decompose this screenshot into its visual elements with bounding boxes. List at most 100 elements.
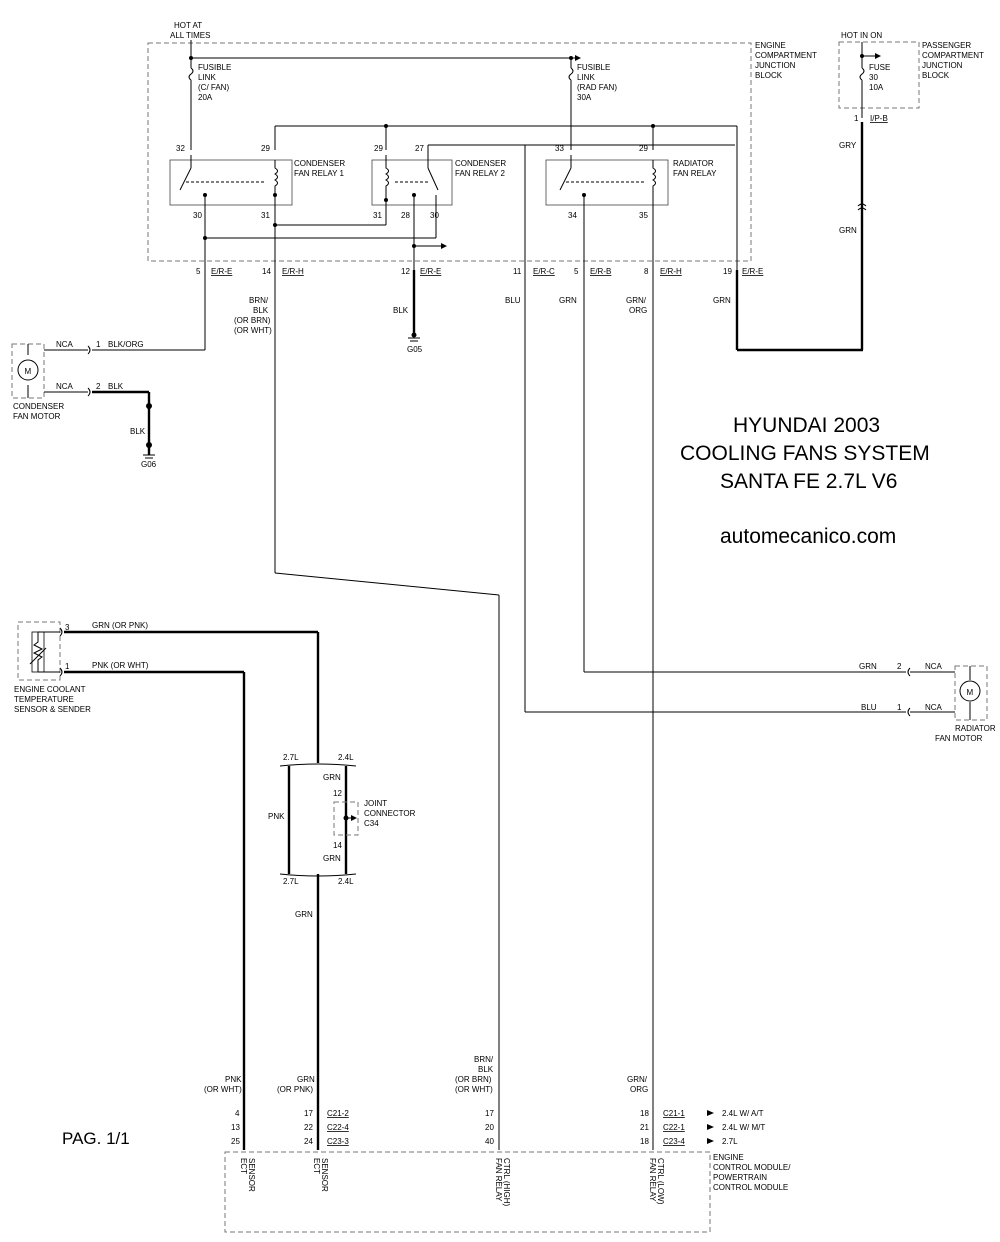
- svg-text:ECT: ECT: [239, 1158, 248, 1174]
- svg-text:SENSOR: SENSOR: [247, 1158, 256, 1192]
- svg-text:BLU: BLU: [505, 296, 521, 305]
- svg-text:10A: 10A: [869, 83, 884, 92]
- svg-text:SENSOR & SENDER: SENSOR & SENDER: [14, 705, 91, 714]
- svg-text:BLK: BLK: [253, 306, 269, 315]
- svg-text:LINK: LINK: [198, 73, 216, 82]
- svg-text:C23-3: C23-3: [327, 1137, 349, 1146]
- svg-text:(OR BRN): (OR BRN): [455, 1075, 492, 1084]
- ground-g06: G06: [141, 454, 157, 469]
- svg-text:(OR WHT): (OR WHT): [204, 1085, 242, 1094]
- svg-text:COMPARTMENT: COMPARTMENT: [922, 51, 984, 60]
- ecm-outline: [224, 1151, 711, 1233]
- svg-text:BLOCK: BLOCK: [755, 71, 783, 80]
- svg-text:BLK/ORG: BLK/ORG: [108, 340, 144, 349]
- svg-text:CONDENSER: CONDENSER: [13, 402, 64, 411]
- svg-text:NCA: NCA: [56, 340, 74, 349]
- svg-text:30: 30: [430, 211, 439, 220]
- svg-text:28: 28: [401, 211, 410, 220]
- svg-text:NCA: NCA: [925, 662, 943, 671]
- svg-text:JUNCTION: JUNCTION: [755, 61, 796, 70]
- svg-text:CONTROL MODULE: CONTROL MODULE: [713, 1183, 788, 1192]
- svg-text:25: 25: [231, 1137, 240, 1146]
- svg-text:2.7L: 2.7L: [722, 1137, 738, 1146]
- condenser-fan-motor: M CONDENSER FAN MOTOR NCA 1 NCA 2: [11, 340, 101, 421]
- svg-text:C23-4: C23-4: [663, 1137, 685, 1146]
- svg-text:E/R-H: E/R-H: [660, 267, 682, 276]
- svg-text:I/P-B: I/P-B: [870, 114, 888, 123]
- svg-text:1: 1: [854, 114, 859, 123]
- svg-text:17: 17: [304, 1109, 313, 1118]
- svg-text:30: 30: [193, 211, 202, 220]
- svg-text:1: 1: [96, 340, 101, 349]
- svg-text:2: 2: [96, 382, 101, 391]
- svg-text:automecanico.com: automecanico.com: [720, 525, 896, 548]
- svg-text:LINK: LINK: [577, 73, 595, 82]
- svg-text:C34: C34: [364, 819, 379, 828]
- svg-text:TEMPERATURE: TEMPERATURE: [14, 695, 74, 704]
- svg-text:8: 8: [644, 267, 649, 276]
- svg-text:GRN: GRN: [559, 296, 577, 305]
- svg-text:5: 5: [574, 267, 579, 276]
- svg-text:BLOCK: BLOCK: [922, 71, 950, 80]
- svg-text:E/R-E: E/R-E: [211, 267, 232, 276]
- hot-in-on-label: HOT IN ON: [841, 31, 882, 40]
- radiator-fan-motor: M 2 NCA 1 NCA RADIATOR FAN MOTOR: [897, 662, 996, 743]
- page-number: PAG. 1/1: [62, 1129, 130, 1148]
- fuse-30: FUSE 30 10A: [859, 42, 890, 118]
- wire-grn-label-2: GRN: [713, 296, 731, 305]
- svg-text:21: 21: [640, 1123, 649, 1132]
- ground-g05: G05: [407, 332, 423, 354]
- svg-text:GRN: GRN: [323, 854, 341, 863]
- svg-text:COOLING FANS SYSTEM: COOLING FANS SYSTEM: [680, 442, 930, 465]
- joint-connector-c34: 2.7L 2.4L 2.7L 2.4L PNK GRN GRN 12 14 JO…: [268, 753, 416, 886]
- svg-text:(OR WHT): (OR WHT): [234, 326, 272, 335]
- svg-text:E/R-E: E/R-E: [420, 267, 441, 276]
- svg-text:19: 19: [723, 267, 732, 276]
- fusible-link-1: FUSIBLE LINK (C/ FAN) 20A: [188, 58, 231, 150]
- svg-text:20: 20: [485, 1123, 494, 1132]
- engine-coolant-temperature-sensor: 3 1 ENGINE COOLANT TEMPERATURE SENSOR & …: [14, 621, 91, 714]
- svg-text:20A: 20A: [198, 93, 213, 102]
- condenser-fan-relay-2: 29 27 31 28 30 CONDENSER FAN RELAY 2: [371, 144, 735, 222]
- svg-text:13: 13: [231, 1123, 240, 1132]
- svg-text:JUNCTION: JUNCTION: [922, 61, 963, 70]
- svg-text:E/R-B: E/R-B: [590, 267, 611, 276]
- wire-gry-label: GRY: [839, 141, 857, 150]
- svg-text:11: 11: [513, 267, 522, 276]
- svg-text:14: 14: [333, 841, 342, 850]
- svg-text:2.4L: 2.4L: [338, 877, 354, 886]
- svg-text:C21-2: C21-2: [327, 1109, 349, 1118]
- svg-text:ECT: ECT: [312, 1158, 321, 1174]
- svg-text:18: 18: [640, 1137, 649, 1146]
- svg-text:E/R-E: E/R-E: [742, 267, 763, 276]
- svg-text:12: 12: [333, 789, 342, 798]
- svg-text:ENGINE COOLANT: ENGINE COOLANT: [14, 685, 86, 694]
- svg-text:C22-1: C22-1: [663, 1123, 685, 1132]
- svg-text:ENGINE: ENGINE: [713, 1153, 744, 1162]
- svg-text:FUSIBLE: FUSIBLE: [198, 63, 231, 72]
- svg-text:GRN: GRN: [295, 910, 313, 919]
- svg-text:31: 31: [373, 211, 382, 220]
- svg-text:ORG: ORG: [629, 306, 647, 315]
- svg-text:29: 29: [261, 144, 270, 153]
- svg-text:2: 2: [897, 662, 902, 671]
- svg-text:18: 18: [640, 1109, 649, 1118]
- svg-text:(OR BRN): (OR BRN): [234, 316, 271, 325]
- engine-junction-block-label: ENGINE COMPARTMENT JUNCTION BLOCK: [755, 41, 817, 80]
- svg-text:POWERTRAIN: POWERTRAIN: [713, 1173, 767, 1182]
- svg-text:14: 14: [262, 267, 271, 276]
- svg-text:GRN: GRN: [323, 773, 341, 782]
- svg-text:FAN RELAY: FAN RELAY: [673, 169, 717, 178]
- svg-text:2.7L: 2.7L: [283, 877, 299, 886]
- svg-text:BLU: BLU: [861, 703, 877, 712]
- svg-text:CONDENSER: CONDENSER: [455, 159, 506, 168]
- svg-text:2.4L W/ A/T: 2.4L W/ A/T: [722, 1109, 764, 1118]
- ecm-pin-labels: ECT SENSOR ECT SENSOR FAN RELAY CTRL (HI…: [239, 1158, 665, 1206]
- svg-text:17: 17: [485, 1109, 494, 1118]
- svg-text:E/R-C: E/R-C: [533, 267, 555, 276]
- svg-text:M: M: [967, 688, 974, 697]
- junction-block-connectors: 5 E/R-E 14 E/R-H 12 E/R-E 11 E/R-C 5 E/R…: [196, 267, 763, 276]
- svg-text:27: 27: [415, 144, 424, 153]
- engine-junction-block-outline: [147, 42, 752, 262]
- svg-text:33: 33: [555, 144, 564, 153]
